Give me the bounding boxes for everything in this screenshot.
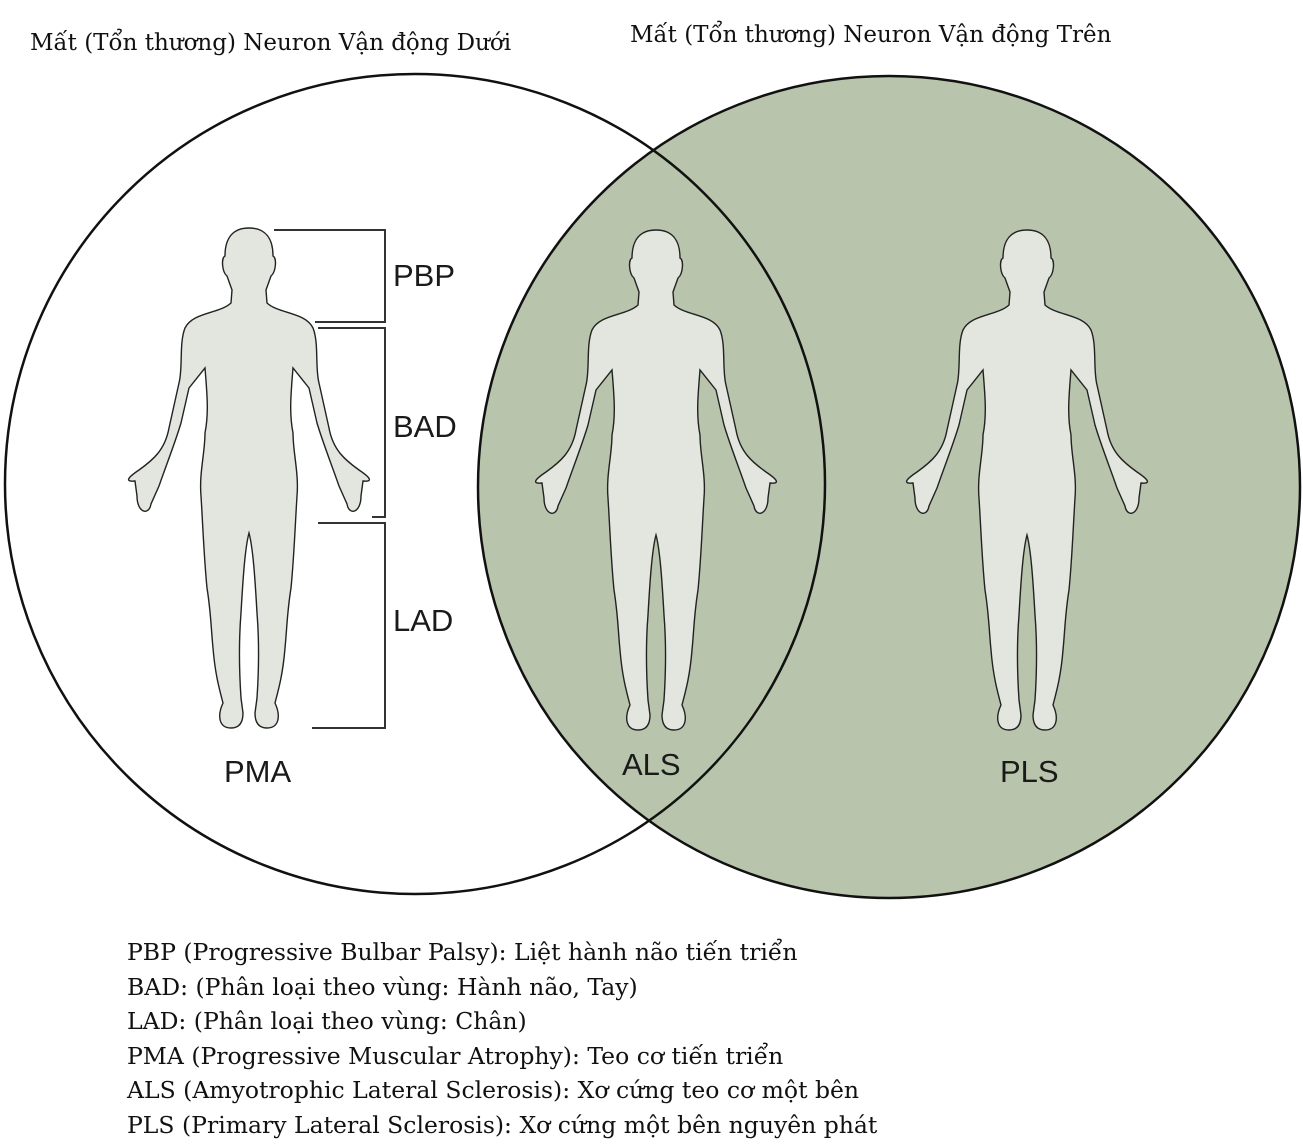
bracket-pbp [274, 229, 386, 323]
legend-item-pls: PLS (Primary Lateral Sclerosis): Xơ cứng… [127, 1111, 878, 1139]
bracket-bad [318, 327, 386, 518]
upper-motor-neuron-title: Mất (Tổn thương) Neuron Vận động Trên [630, 20, 1112, 48]
human-figure-pma-icon [127, 227, 371, 729]
bracket-lad [312, 522, 386, 729]
region-label-bad: BAD [393, 409, 457, 444]
diagnosis-label-pls: PLS [1000, 754, 1059, 789]
legend-item-pma: PMA (Progressive Muscular Atrophy): Teo … [127, 1041, 783, 1070]
diagnosis-label-als: ALS [622, 747, 681, 782]
upper-motor-neuron-circle [476, 74, 1302, 900]
lower-motor-neuron-circle [3, 72, 827, 896]
legend-item-lad: LAD: (Phân loại theo vùng: Chân) [127, 1007, 527, 1035]
region-label-pbp: PBP [393, 258, 455, 293]
lower-motor-neuron-title: Mất (Tổn thương) Neuron Vận động Dưới [30, 28, 511, 56]
diagnosis-label-pma: PMA [224, 754, 292, 789]
legend: PBP (Progressive Bulbar Palsy): Liệt hàn… [126, 937, 878, 1139]
region-label-lad: LAD [393, 603, 453, 638]
legend-item-pbp: PBP (Progressive Bulbar Palsy): Liệt hàn… [127, 937, 797, 966]
legend-item-bad: BAD: (Phân loại theo vùng: Hành não, Tay… [127, 973, 638, 1001]
legend-item-als: ALS (Amyotrophic Lateral Sclerosis): Xơ … [126, 1076, 859, 1104]
